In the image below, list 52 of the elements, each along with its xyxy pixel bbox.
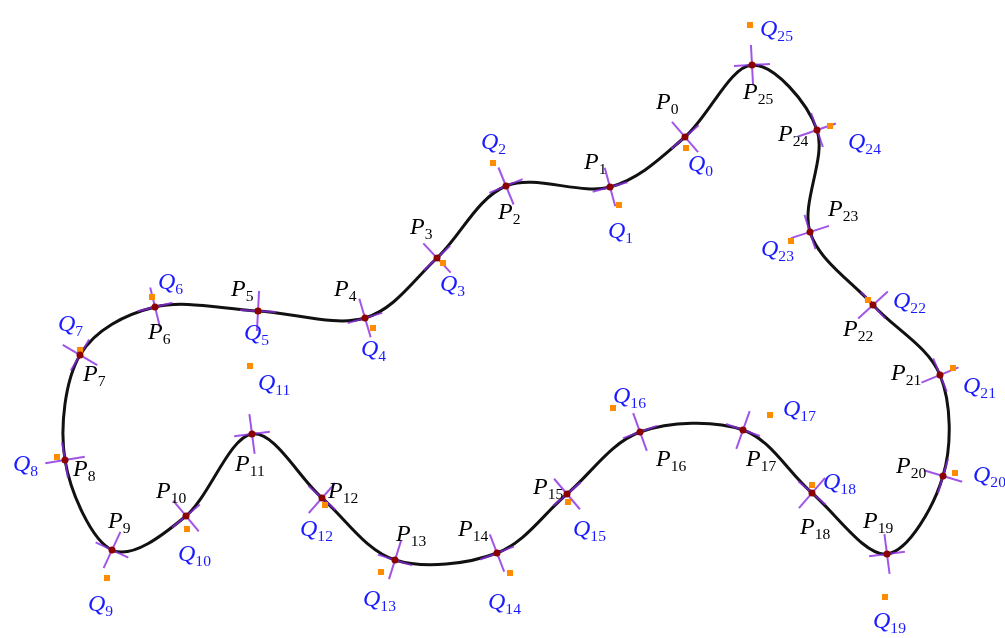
- point-label: P$_{24}$: [778, 121, 809, 150]
- point-label: P$_{1}$: [584, 149, 607, 178]
- point-label: P$_{22}$: [843, 316, 874, 345]
- point-label: P$_{14}$: [458, 516, 489, 545]
- point-label: Q$_{17}$: [783, 396, 816, 425]
- point-label: Q$_{21}$: [963, 373, 996, 402]
- point-label: Q$_{1}$: [608, 218, 634, 247]
- point-label: Q$_{3}$: [440, 271, 466, 300]
- point-label: P$_{12}$: [328, 478, 359, 507]
- point-label: P$_{21}$: [891, 360, 922, 389]
- point-label: Q$_{24}$: [848, 129, 881, 158]
- point-label: Q$_{9}$: [88, 591, 114, 620]
- point-label: Q$_{6}$: [158, 269, 184, 298]
- point-label: Q$_{15}$: [573, 516, 606, 545]
- point-label: P$_{0}$: [656, 89, 679, 118]
- point-label: Q$_{18}$: [823, 469, 856, 498]
- point-label: P$_{7}$: [83, 361, 106, 390]
- point-label: P$_{4}$: [334, 276, 357, 305]
- point-label: Q$_{5}$: [244, 320, 270, 349]
- point-label: Q$_{10}$: [178, 541, 211, 570]
- point-label: P$_{16}$: [656, 446, 687, 475]
- point-label: P$_{5}$: [231, 276, 254, 305]
- point-label: P$_{19}$: [863, 508, 894, 537]
- point-label: Q$_{23}$: [761, 236, 794, 265]
- point-label: Q$_{0}$: [688, 151, 714, 180]
- point-label: P$_{20}$: [896, 453, 927, 482]
- point-label: P$_{18}$: [800, 514, 831, 543]
- point-label: P$_{15}$: [533, 474, 564, 503]
- point-label: P$_{8}$: [73, 456, 96, 485]
- point-label: P$_{11}$: [235, 451, 265, 480]
- point-label: P$_{23}$: [828, 196, 859, 225]
- point-label: Q$_{8}$: [13, 451, 39, 480]
- point-label: Q$_{7}$: [58, 311, 84, 340]
- point-label: Q$_{11}$: [258, 370, 291, 399]
- point-label: P$_{6}$: [148, 319, 171, 348]
- point-label: P$_{10}$: [156, 478, 187, 507]
- point-label: Q$_{14}$: [488, 589, 521, 618]
- point-label: Q$_{25}$: [760, 16, 793, 45]
- point-label: P$_{9}$: [108, 508, 131, 537]
- point-label: Q$_{12}$: [300, 516, 333, 545]
- point-label: P$_{2}$: [498, 199, 521, 228]
- point-label: Q$_{4}$: [361, 336, 387, 365]
- point-label: P$_{3}$: [410, 214, 433, 243]
- point-label: Q$_{22}$: [893, 288, 926, 317]
- point-label: Q$_{19}$: [873, 608, 906, 637]
- point-label: P$_{17}$: [746, 446, 777, 475]
- point-label: P$_{25}$: [743, 79, 774, 108]
- point-label: Q$_{2}$: [481, 129, 507, 158]
- point-label: Q$_{13}$: [363, 586, 396, 615]
- point-label: P$_{13}$: [396, 521, 427, 550]
- point-label: Q$_{16}$: [613, 383, 646, 412]
- point-label: Q$_{20}$: [973, 462, 1005, 491]
